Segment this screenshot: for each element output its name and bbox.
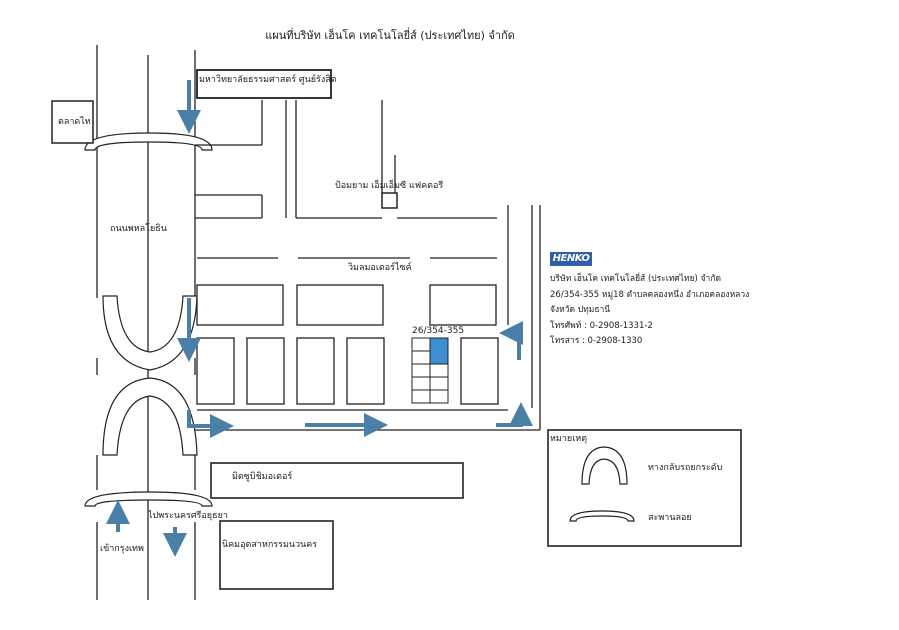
market-box	[51, 100, 94, 144]
police-box	[381, 192, 398, 209]
company-phone: โทรศัพท์ : 0-2908-1331-2	[550, 320, 653, 331]
mitsubishi-label: มิตซูบิชิมอเตอร์	[232, 470, 292, 482]
police-box-label: ป้อมยาม เอ็มเอ็มซี แฟคตอรี	[335, 178, 443, 191]
university-label: มหาวิทยาลัยธรรมศาสตร์ ศูนย์รังสิต	[199, 73, 337, 85]
legend-overpass-label: สะพานลอย	[648, 513, 692, 523]
henko-office-highlight	[429, 337, 449, 365]
company-fax: โทรสาร : 0-2908-1330	[550, 336, 643, 346]
legend-uturn-label: ทางกลับรถยกระดับ	[648, 463, 723, 473]
company-info: บริษัท เฮ็นโค เทคโนโลยี่ส์ (ประเทศไทย) จ…	[550, 272, 749, 350]
mitsubishi-box	[210, 462, 464, 499]
legend-box	[547, 429, 742, 547]
overpass-top	[84, 132, 213, 151]
industrial-estate-label: นิคมอุตสาหกรรมนวนคร	[222, 539, 317, 550]
company-name: บริษัท เฮ็นโค เทคโนโลยี่ส์ (ประเทศไทย) จ…	[550, 274, 721, 284]
legend-title: หมายเหตุ	[550, 434, 587, 444]
address-number-label: 26/354-355	[412, 326, 464, 336]
uturn-bottom	[102, 377, 198, 456]
to-bangkok-label: เข้ากรุงเทพ	[100, 543, 144, 554]
legend-overpass-icon	[569, 510, 635, 522]
legend-uturn-icon	[581, 446, 628, 485]
route-arrows	[106, 80, 533, 557]
industrial-estate-box	[219, 520, 334, 590]
company-address-line1: 26/354-355 หมู่18 ตำบลคลองหนึ่ง อำเภอคลอ…	[550, 289, 750, 300]
street-lines	[195, 100, 541, 431]
university-box	[196, 69, 332, 99]
uturn-top	[102, 295, 198, 371]
building-blocks	[196, 284, 499, 405]
highway-lines	[96, 45, 196, 600]
road-label: ถนนพหลโยธิน	[110, 223, 167, 234]
vimon-label: วิมลมอเตอร์ไซค์	[348, 261, 412, 273]
to-ayutthaya-label: ไปพระนครศรีอยุธยา	[147, 510, 228, 521]
market-label: ตลาดไท	[58, 116, 91, 127]
henko-logo: HENKO	[550, 252, 592, 266]
map-title: แผนที่บริษัท เฮ็นโค เทคโนโลยี่ส์ (ประเทศ…	[265, 27, 515, 42]
company-address-line2: จังหวัด ปทุมธานี	[550, 305, 611, 315]
